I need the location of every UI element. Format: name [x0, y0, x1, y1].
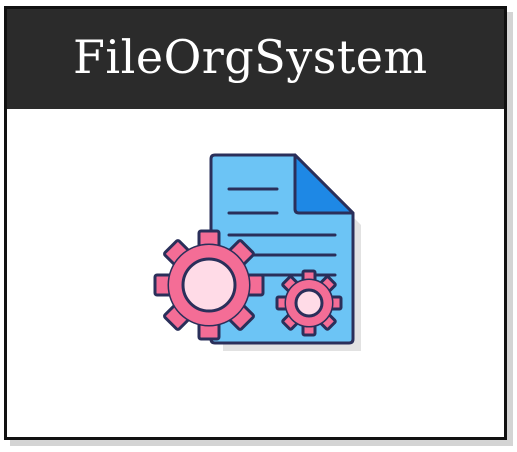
small-gear-icon [275, 269, 343, 337]
app-title: FileOrgSystem [73, 30, 428, 84]
app-card: FileOrgSystem [4, 6, 507, 440]
file-settings-icon [153, 153, 361, 351]
header-bar: FileOrgSystem [7, 9, 504, 109]
document-lines [227, 187, 337, 277]
document-fold [293, 153, 355, 215]
large-gear-icon [153, 229, 265, 341]
